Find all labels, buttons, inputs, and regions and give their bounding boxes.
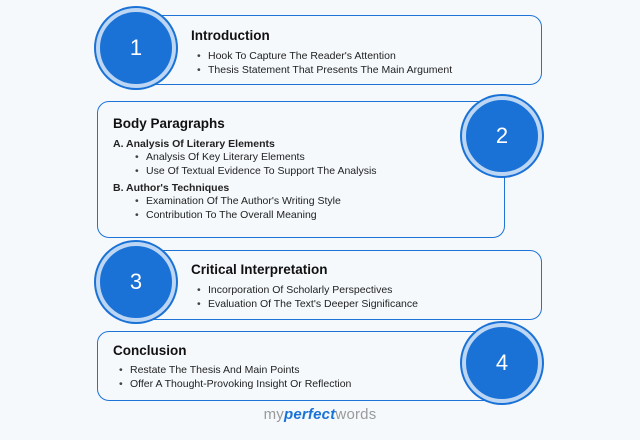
logo-part-perfect: perfect bbox=[283, 406, 336, 423]
logo-part-my: my bbox=[263, 406, 284, 423]
section-list-critical-interpretation: Incorporation Of Scholarly Perspectives … bbox=[197, 284, 418, 311]
list-item: Offer A Thought-Provoking Insight Or Ref… bbox=[119, 378, 351, 392]
list-item: Examination Of The Author's Writing Styl… bbox=[135, 195, 341, 209]
section-title-critical-interpretation: Critical Interpretation bbox=[191, 262, 328, 277]
list-item: Evaluation Of The Text's Deeper Signific… bbox=[197, 298, 418, 312]
brand-logo: myperfectwords bbox=[0, 406, 640, 423]
subsection-list-a: Analysis Of Key Literary Elements Use Of… bbox=[135, 151, 377, 178]
section-title-introduction: Introduction bbox=[191, 28, 270, 43]
list-item: Incorporation Of Scholarly Perspectives bbox=[197, 284, 418, 298]
step-badge-3: 3 bbox=[96, 242, 176, 322]
list-item: Hook To Capture The Reader's Attention bbox=[197, 50, 452, 64]
list-item: Use Of Textual Evidence To Support The A… bbox=[135, 165, 377, 179]
list-item: Analysis Of Key Literary Elements bbox=[135, 151, 377, 165]
subsection-heading-b: B. Author's Techniques bbox=[113, 182, 230, 194]
subsection-list-b: Examination Of The Author's Writing Styl… bbox=[135, 195, 341, 222]
section-title-body-paragraphs: Body Paragraphs bbox=[113, 116, 225, 131]
list-item: Restate The Thesis And Main Points bbox=[119, 364, 351, 378]
section-list-introduction: Hook To Capture The Reader's Attention T… bbox=[197, 50, 452, 77]
step-badge-4: 4 bbox=[462, 323, 542, 403]
list-item: Contribution To The Overall Meaning bbox=[135, 209, 341, 223]
step-badge-2: 2 bbox=[462, 96, 542, 176]
logo-part-words: words bbox=[335, 406, 377, 423]
section-list-conclusion: Restate The Thesis And Main Points Offer… bbox=[119, 364, 351, 391]
subsection-heading-a: A. Analysis Of Literary Elements bbox=[113, 138, 275, 150]
step-badge-1: 1 bbox=[96, 8, 176, 88]
section-title-conclusion: Conclusion bbox=[113, 343, 187, 358]
list-item: Thesis Statement That Presents The Main … bbox=[197, 64, 452, 78]
